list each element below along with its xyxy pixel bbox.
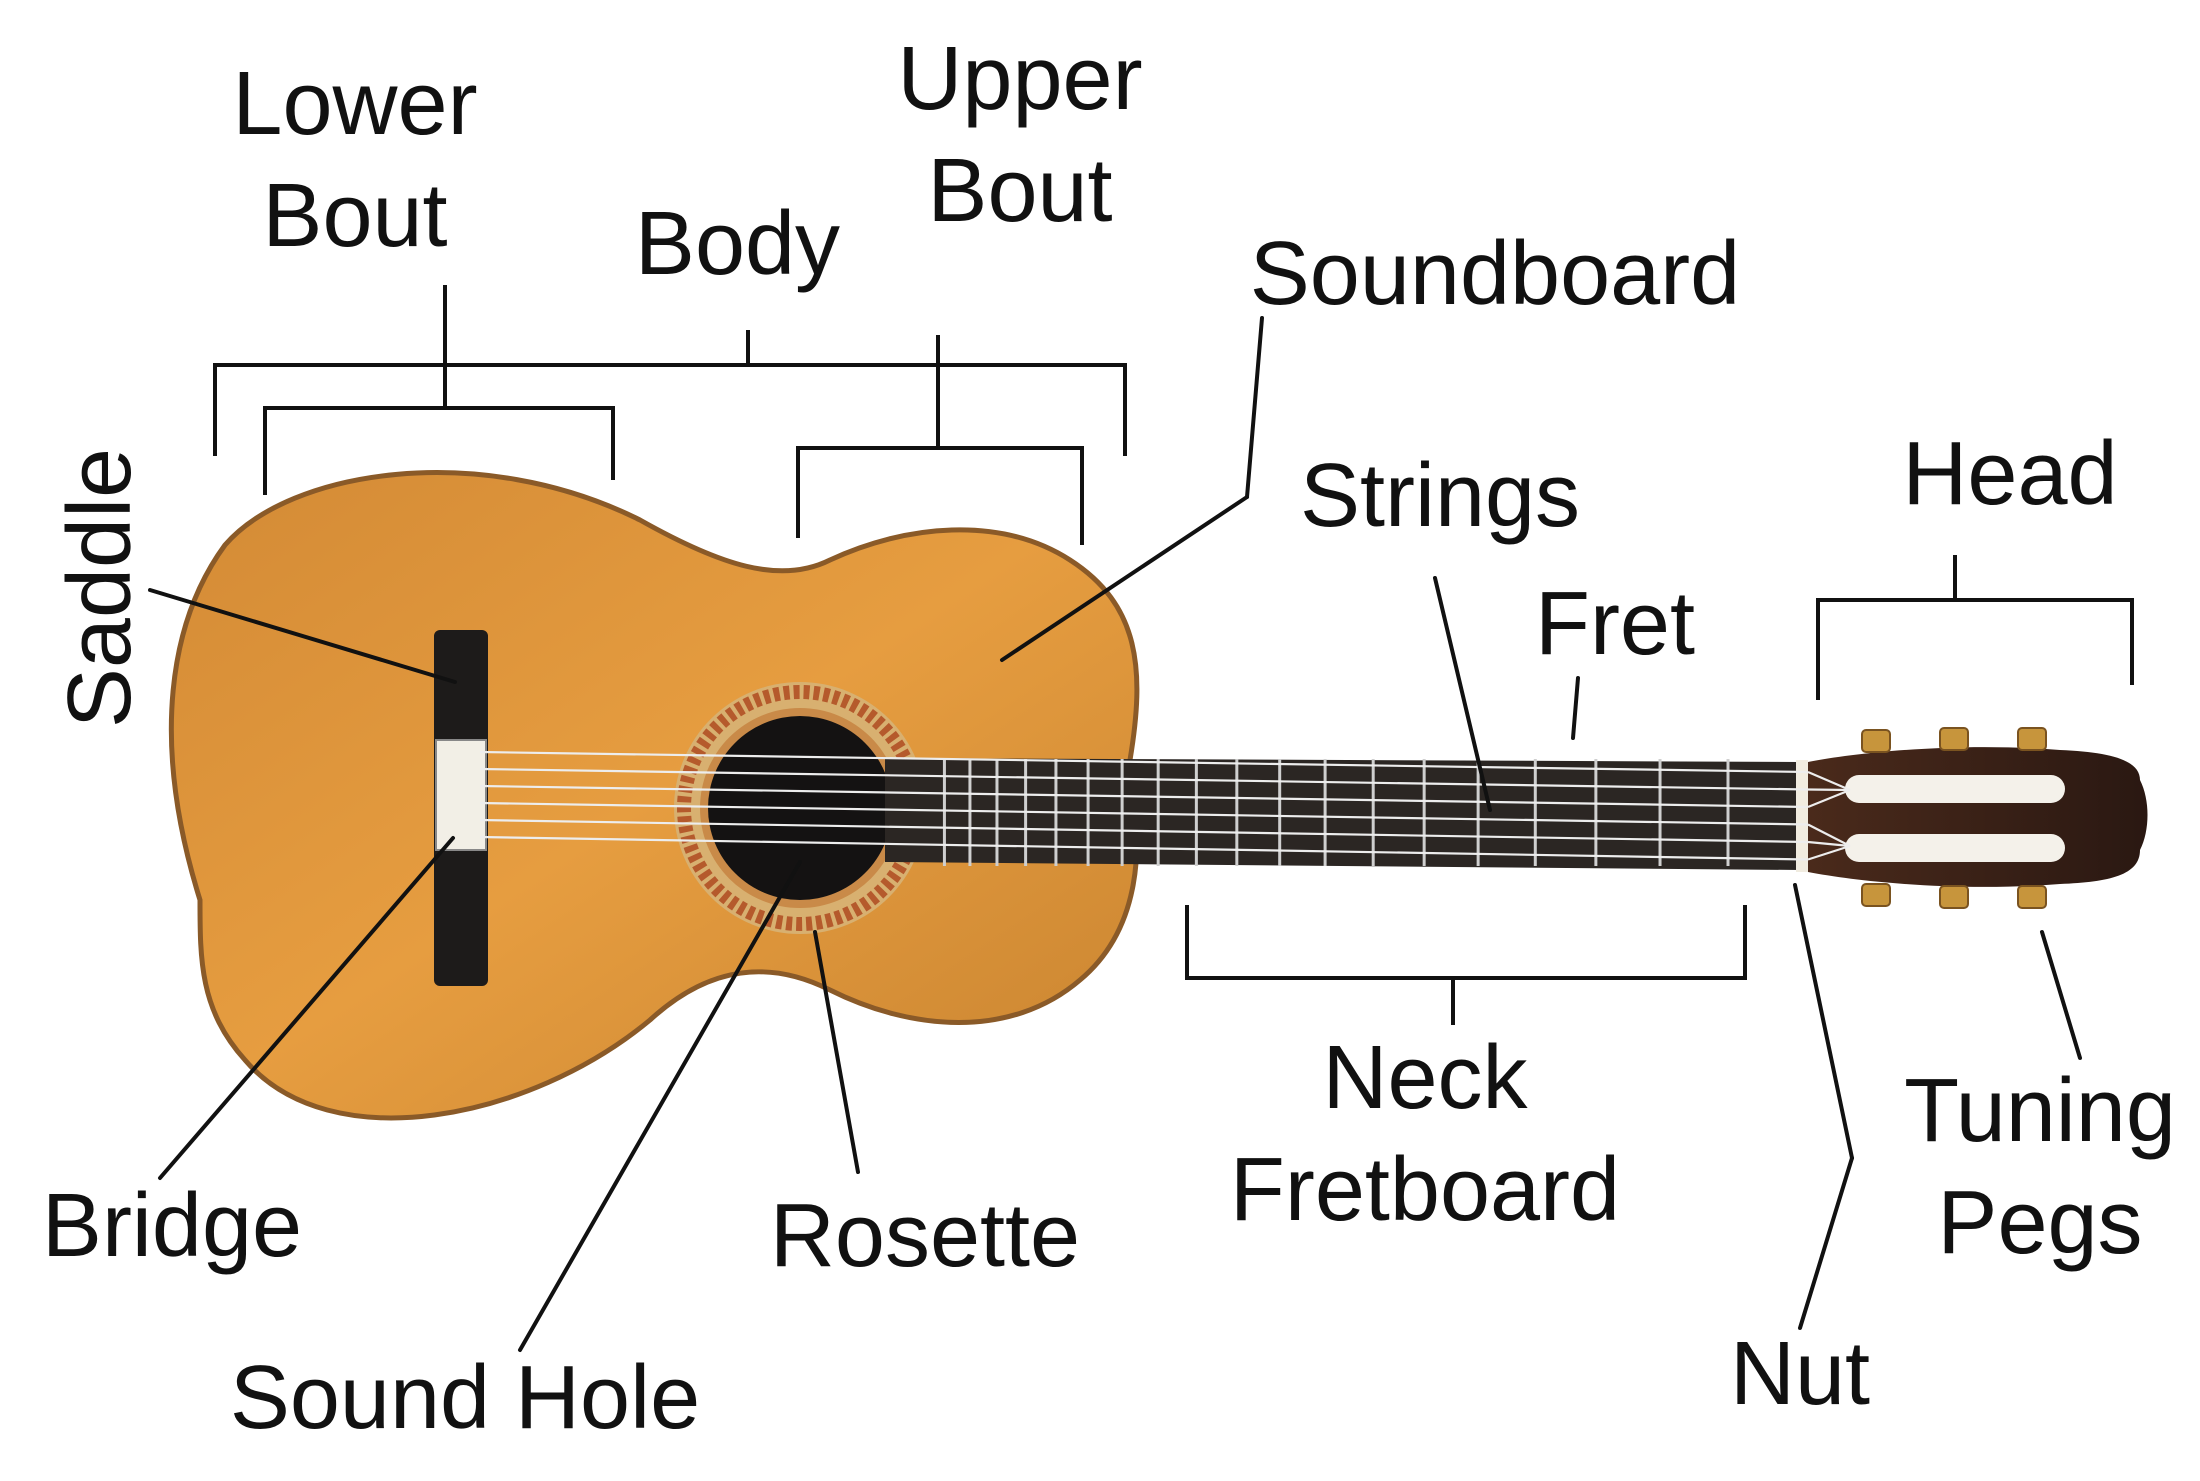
label-pegs-line2: Pegs (1937, 1173, 2143, 1273)
headstock-shape (1808, 747, 2148, 887)
guitar-body-shape (168, 470, 1140, 1121)
label-nut: Nut (1729, 1324, 1871, 1424)
headstock-slot-upper (1845, 775, 2065, 803)
leader-fret (1571, 676, 1580, 740)
leader-nut-2 (1798, 1156, 1854, 1330)
guitar-string-head (1807, 840, 1851, 848)
label-upper-bout: Upper Bout (870, 23, 1170, 247)
label-tuning-line1: Tuning (1904, 1061, 2176, 1161)
leader-strings (1433, 576, 1492, 812)
bracket-body (213, 330, 1127, 456)
leader-bridge (158, 836, 455, 1180)
label-body: Body (634, 194, 841, 294)
guitar-string (479, 750, 1809, 774)
label-lower-bout-line1: Lower (232, 54, 478, 154)
bracket-lower-bout (263, 285, 615, 495)
label-rosette: Rosette (769, 1186, 1081, 1286)
label-fretboard-line2: Fretboard (1229, 1140, 1621, 1240)
fretboard-shape (885, 758, 1800, 870)
bracket-head (1816, 555, 2134, 700)
label-sound-hole: Sound Hole (229, 1348, 701, 1448)
label-upper-bout-line2: Bout (927, 141, 1113, 241)
leader-soundboard-2 (1000, 495, 1249, 662)
leader-sound-hole (518, 860, 802, 1352)
label-soundboard: Soundboard (1249, 224, 1741, 324)
guitar-string (479, 767, 1809, 791)
label-lower-bout-line2: Bout (262, 166, 448, 266)
guitar-string-head (1807, 770, 1851, 792)
nut-shape (1796, 760, 1808, 872)
label-fret: Fret (1534, 574, 1695, 674)
guitar-string-head (1807, 788, 1851, 792)
headstock-slot-lower (1845, 834, 2065, 862)
leader-tuning-pegs (2040, 930, 2082, 1060)
label-head: Head (1902, 424, 2118, 524)
label-neck-fretboard: Neck Fretboard (1195, 1022, 1655, 1246)
guitar-string (479, 835, 1809, 861)
leader-soundboard (1245, 316, 1264, 499)
guitar-string (479, 801, 1809, 826)
bracket-upper-bout (796, 335, 1084, 545)
label-strings: Strings (1299, 446, 1581, 546)
leader-nut (1793, 883, 1854, 1160)
label-neck-line1: Neck (1322, 1028, 1528, 1128)
guitar-string (479, 818, 1809, 844)
label-tuning-pegs: Tuning Pegs (1885, 1055, 2195, 1279)
saddle-shape (435, 739, 487, 851)
guitar-string-head (1807, 788, 1851, 809)
strings-shape (479, 750, 1851, 861)
label-saddle: Saddle (50, 447, 150, 729)
guitar-string-head (1807, 823, 1851, 847)
label-upper-bout-line1: Upper (897, 29, 1143, 129)
bracket-neck (1185, 905, 1747, 1025)
tuning-pegs-shape (1861, 727, 2047, 909)
guitar-string-head (1807, 844, 1851, 861)
label-lower-bout: Lower Bout (205, 48, 505, 272)
label-bridge: Bridge (41, 1176, 303, 1276)
leader-rosette (813, 930, 860, 1174)
leader-saddle (148, 588, 457, 684)
guitar-string (479, 784, 1809, 809)
